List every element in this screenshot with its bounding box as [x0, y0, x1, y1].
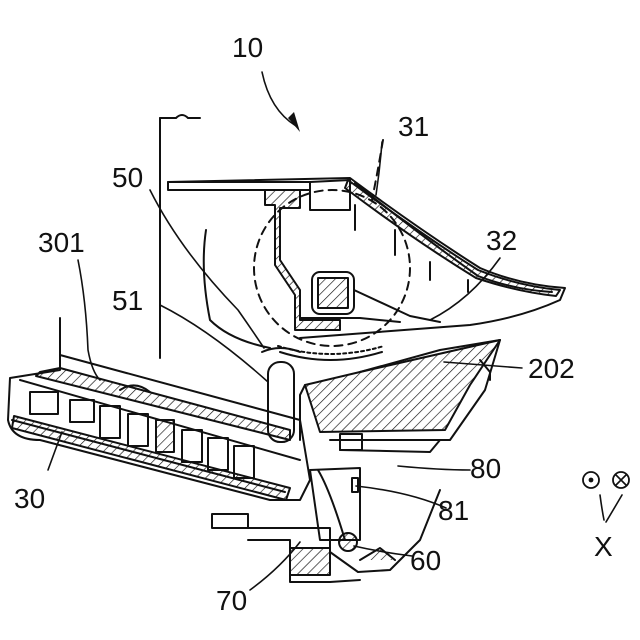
label-80: 80	[470, 453, 501, 484]
label-X: X	[594, 531, 613, 562]
label-60: 60	[410, 545, 441, 576]
shaft-32	[300, 272, 440, 322]
gear-segment	[278, 346, 384, 360]
label-70: 70	[216, 585, 247, 616]
label-50: 50	[112, 162, 143, 193]
bracket-60-70	[212, 490, 440, 582]
label-81: 81	[438, 495, 469, 526]
label-32: 32	[486, 225, 517, 256]
lever-80	[310, 434, 440, 540]
label-31: 31	[398, 111, 429, 142]
transmission-body	[300, 340, 500, 440]
label-301: 301	[38, 227, 85, 258]
circle-dot-icon	[583, 472, 599, 488]
label-202: 202	[528, 353, 575, 384]
label-30: 30	[14, 483, 45, 514]
head-casing	[168, 178, 565, 348]
circle-cross-icon	[613, 472, 629, 488]
label-51: 51	[112, 285, 143, 316]
label-10: 10	[232, 32, 263, 63]
reference-line	[160, 115, 200, 358]
